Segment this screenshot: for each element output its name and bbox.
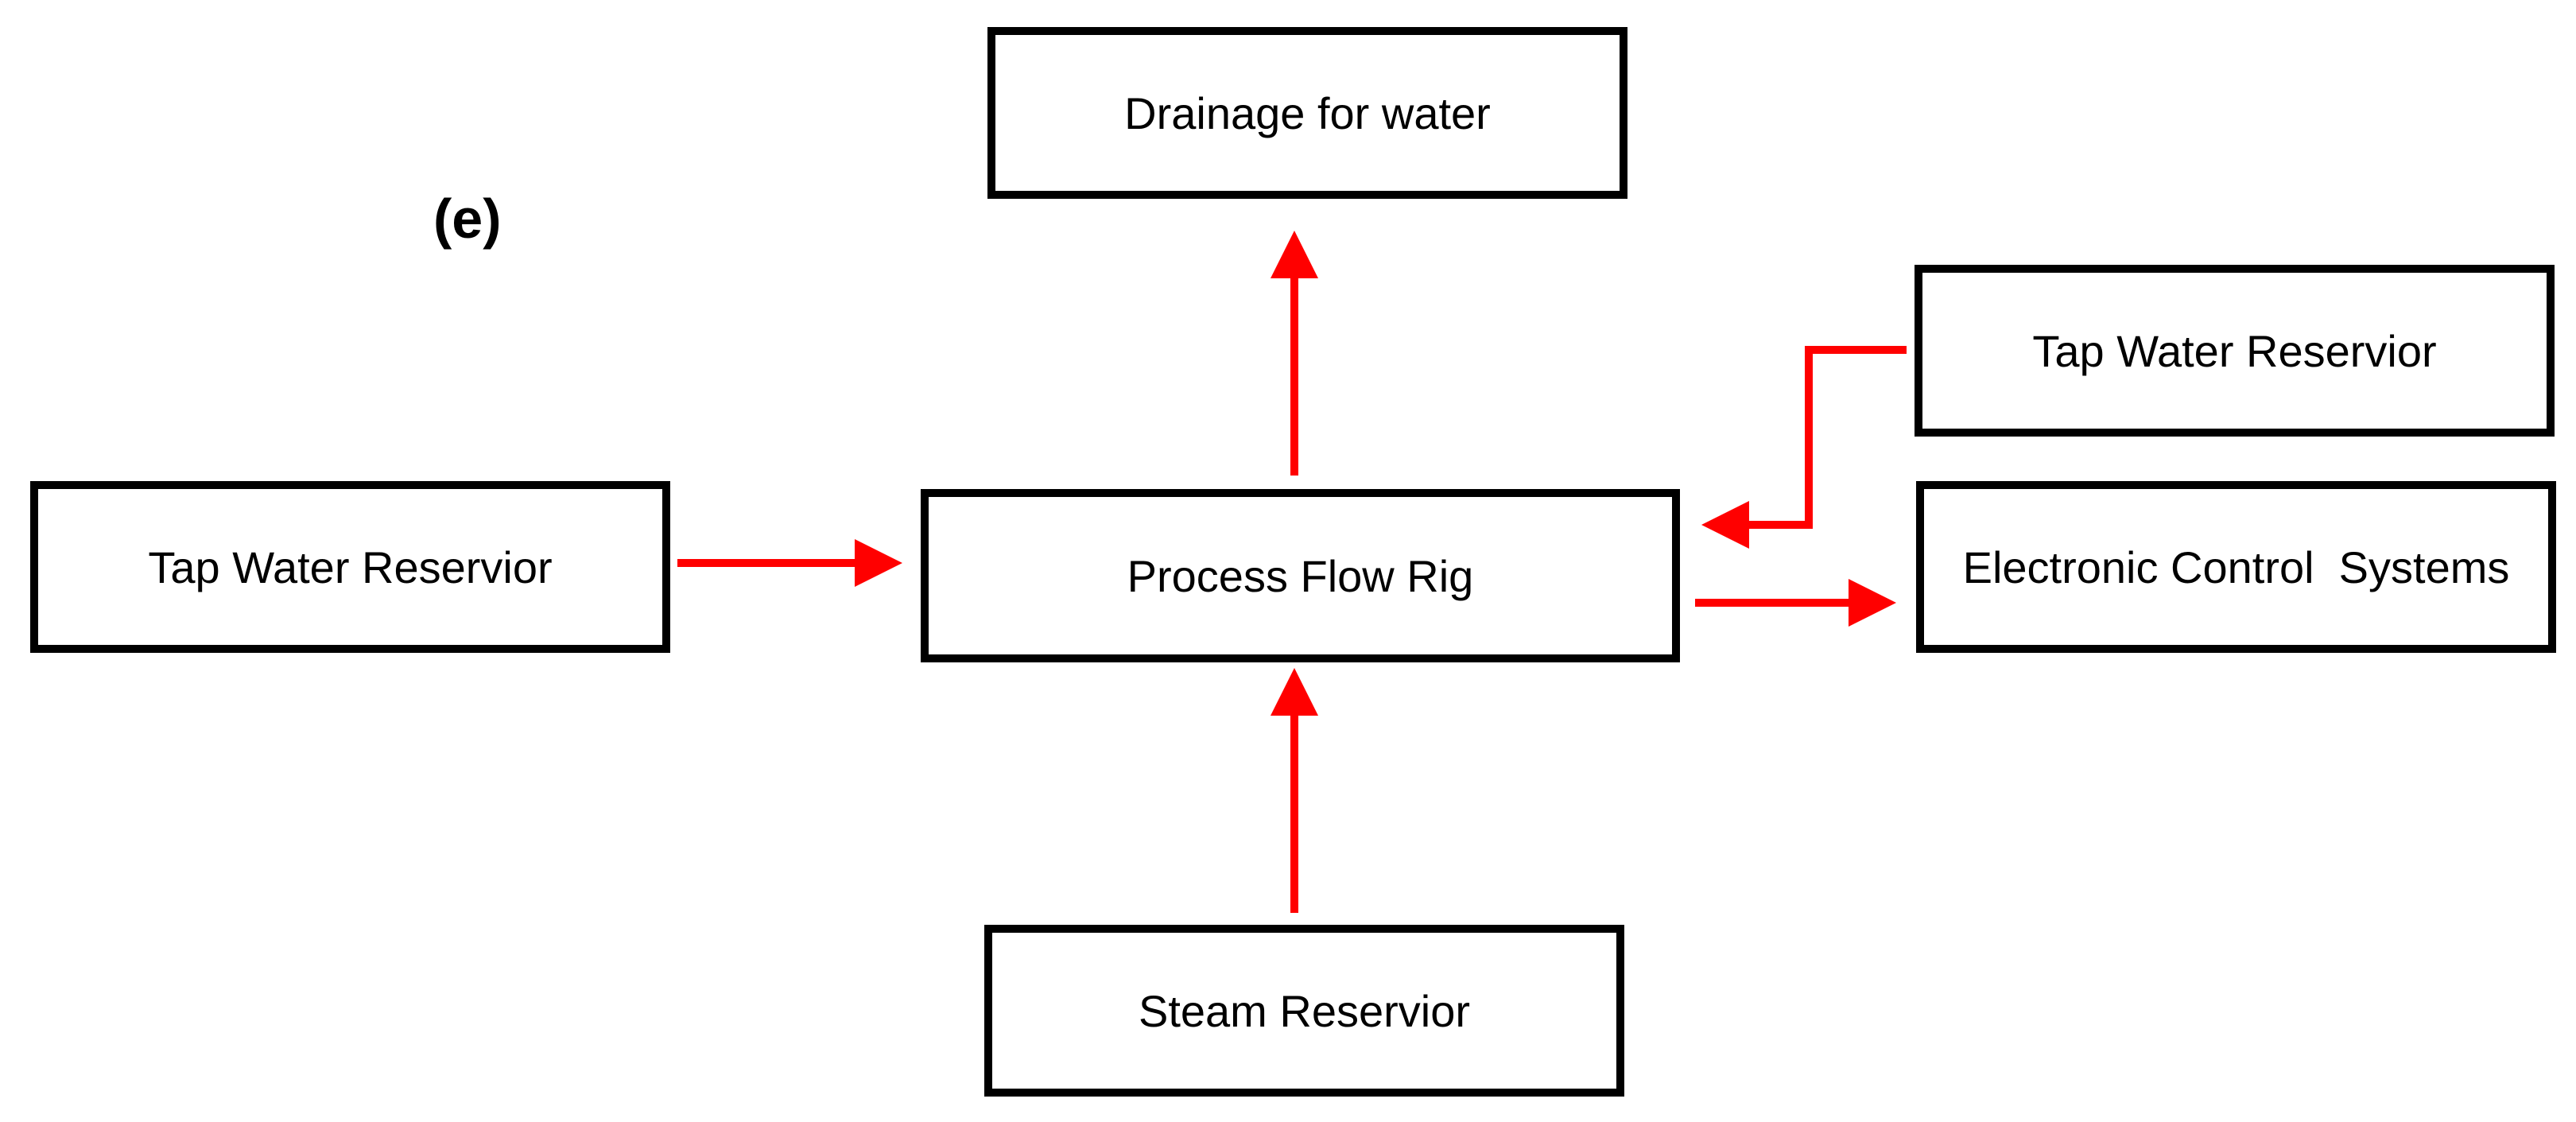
- steam-reservoir-label: Steam Reservior: [1138, 985, 1471, 1036]
- steam-reservoir-box: Steam Reservior: [984, 925, 1624, 1097]
- tap-water-reservoir-left-box: Tap Water Reservior: [30, 481, 670, 653]
- tap-water-reservoir-right-label: Tap Water Reservior: [2032, 325, 2437, 376]
- panel-label: (e): [433, 188, 502, 250]
- electronic-control-systems-box: Electronic Control Systems: [1916, 481, 2556, 653]
- drainage-box: Drainage for water: [987, 27, 1627, 199]
- process-flow-rig-label: Process Flow Rig: [1127, 550, 1474, 601]
- electronic-control-systems-label: Electronic Control Systems: [1962, 542, 2510, 592]
- tap-water-reservoir-right-box: Tap Water Reservior: [1915, 265, 2555, 437]
- process-flow-rig-box: Process Flow Rig: [921, 489, 1680, 662]
- arrow-tapwater-right-to-rig: [1701, 346, 1907, 549]
- drainage-label: Drainage for water: [1124, 87, 1491, 138]
- tap-water-reservoir-left-label: Tap Water Reservior: [148, 542, 553, 592]
